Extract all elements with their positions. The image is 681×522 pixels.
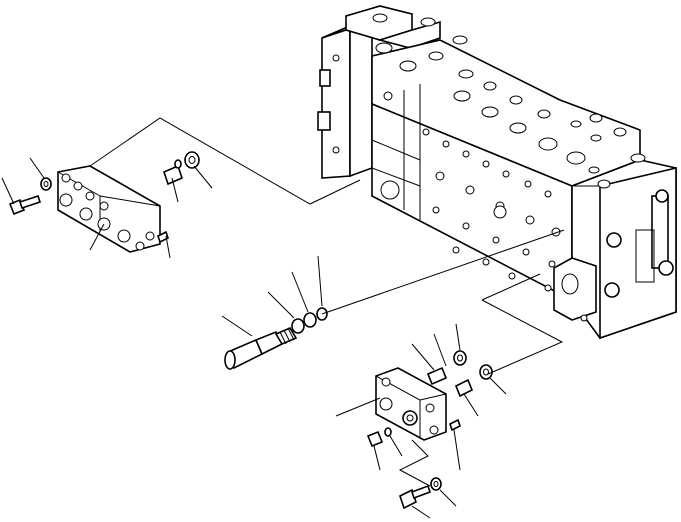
washer-lower: [430, 477, 442, 491]
bolt-lower: [399, 484, 432, 510]
small-screw-upper: [157, 230, 169, 244]
o-ring-lower-small: [384, 427, 392, 437]
relief-valve-cartridge: [224, 326, 298, 370]
o-ring-relief-b: [303, 312, 317, 328]
cap-lower-a: [453, 350, 467, 366]
bolt-upper-left: [8, 194, 42, 216]
cover-plate-upper: [57, 165, 161, 253]
cap-lower-b: [479, 364, 493, 380]
valve-end-cover-right: [553, 153, 677, 340]
plug-lower-a: [426, 366, 448, 386]
cover-plate-lower: [375, 367, 447, 441]
valve-end-cover-left: [317, 16, 373, 179]
plug-lower-small: [366, 430, 384, 448]
washer-upper-left: [40, 177, 52, 191]
o-ring-upper: [174, 159, 182, 169]
plug-lower-b: [454, 378, 474, 398]
o-ring-relief-a: [291, 318, 305, 334]
plug-upper: [163, 164, 183, 186]
assembly-guide-lines: [89, 117, 565, 487]
cap-upper: [184, 151, 200, 169]
valve-section-block: [371, 39, 641, 302]
small-screw-lower: [449, 418, 461, 432]
control-valve-assembly: [317, 5, 677, 340]
callout-leaders: [1, 157, 507, 519]
